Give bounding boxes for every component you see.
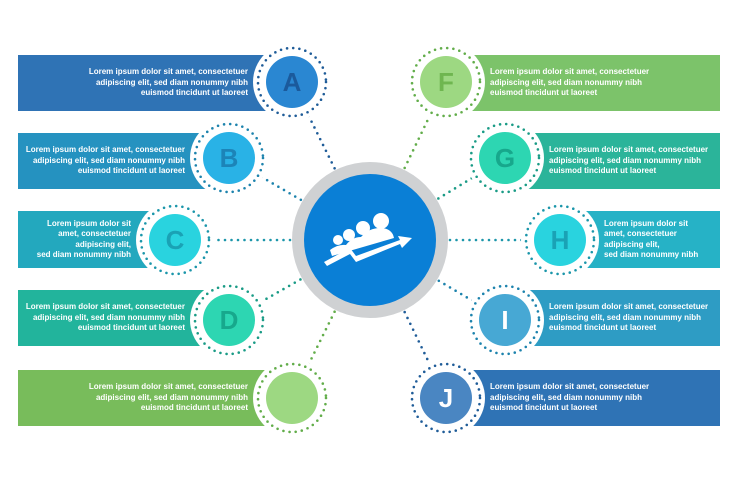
description-line: Lorem ipsum dolor sit bbox=[604, 218, 689, 228]
item-description: Lorem ipsum dolor sit amet, consectetuer… bbox=[26, 302, 185, 334]
connector-line bbox=[258, 174, 303, 202]
letter-circle bbox=[534, 214, 586, 266]
dotted-ring bbox=[410, 46, 482, 118]
description-line: Lorem ipsum dolor sit amet, consectetuer bbox=[490, 382, 650, 392]
description-line: adipiscing elit, sed diam nonummy nibh bbox=[32, 312, 185, 322]
team-growth-icon bbox=[324, 213, 412, 266]
description-line: Lorem ipsum dolor sit amet, consectetuer bbox=[88, 67, 248, 77]
letter-circle bbox=[266, 56, 318, 108]
item-description: Lorem ipsum dolor sit amet, consectetuer… bbox=[26, 145, 185, 177]
letter-circle bbox=[420, 56, 472, 108]
text-bar bbox=[510, 290, 720, 346]
dotted-ring bbox=[410, 362, 482, 434]
description-line: Lorem ipsum dolor sit amet, consectetuer bbox=[88, 382, 248, 392]
connector-line bbox=[306, 310, 336, 368]
description-line: amet, consectetuer bbox=[604, 229, 677, 238]
description-line: Lorem ipsum dolor sit amet, consectetuer bbox=[549, 302, 709, 312]
description-line: Lorem ipsum dolor sit amet, consectetuer bbox=[25, 145, 185, 155]
description-line: euismod tincidunt ut laoreet bbox=[549, 323, 657, 333]
letter-circle bbox=[203, 132, 255, 184]
dotted-ring bbox=[256, 362, 328, 434]
description-line: adipiscing elit, sed diam nonummy nibh bbox=[549, 155, 702, 165]
description-line: euismod tincidunt ut laoreet bbox=[490, 403, 598, 413]
item-description: Lorem ipsum dolor sit amet, consectetuer… bbox=[490, 382, 649, 414]
description-line: adipiscing elit, bbox=[604, 239, 660, 249]
item-letter-c: C bbox=[165, 225, 185, 255]
text-bar bbox=[510, 133, 720, 189]
item-description: Lorem ipsum dolor sit amet, consectetuer… bbox=[89, 382, 248, 414]
description-line: adipiscing elit, sed diam nonummy nibh bbox=[490, 77, 643, 87]
letter-circle bbox=[203, 294, 255, 346]
description-line: sed diam nonummy nibh bbox=[604, 250, 699, 259]
connector-line bbox=[437, 279, 476, 303]
connector-line bbox=[403, 113, 432, 170]
item-description: Lorem ipsum dolor sit amet, consectetuer… bbox=[549, 145, 708, 177]
description-line: adipiscing elit, sed diam nonummy nibh bbox=[95, 77, 248, 87]
description-line: euismod tincidunt ut laoreet bbox=[140, 88, 248, 98]
item-letter-i: I bbox=[501, 305, 509, 335]
description-line: amet, consectetuer bbox=[58, 229, 131, 238]
letter-circle bbox=[266, 372, 318, 424]
description-line: adipiscing elit, sed diam nonummy nibh bbox=[549, 312, 702, 322]
dotted-ring bbox=[193, 122, 265, 194]
description-line: Lorem ipsum dolor sit amet, consectetuer bbox=[25, 302, 185, 312]
text-bar bbox=[450, 370, 720, 426]
letter-circle bbox=[420, 372, 472, 424]
item-letter-d: D bbox=[219, 305, 239, 335]
description-line: Lorem ipsum dolor sit amet, consectetuer bbox=[549, 145, 709, 155]
description-line: Lorem ipsum dolor sit bbox=[46, 218, 131, 228]
connector-line bbox=[259, 278, 302, 304]
item-letter-a: A bbox=[282, 67, 302, 97]
description-line: euismod tincidunt ut laoreet bbox=[549, 166, 657, 176]
dotted-ring bbox=[469, 284, 541, 356]
description-line: adipiscing elit, sed diam nonummy nibh bbox=[490, 392, 643, 402]
description-line: euismod tincidunt ut laoreet bbox=[77, 166, 185, 176]
letter-circle bbox=[479, 132, 531, 184]
connector-line bbox=[437, 175, 476, 200]
item-letter-b: B bbox=[219, 143, 239, 173]
description-line: sed diam nonummy nibh bbox=[36, 250, 131, 259]
dotted-ring bbox=[469, 122, 541, 194]
letter-circle bbox=[479, 294, 531, 346]
item-description: Lorem ipsum dolor sit amet, consectetuer… bbox=[549, 302, 708, 334]
item-description: Lorem ipsum dolor sit amet, consectetuer… bbox=[490, 67, 649, 99]
item-letter-g: G bbox=[494, 143, 516, 173]
description-line: euismod tincidunt ut laoreet bbox=[140, 403, 248, 413]
connector-line bbox=[306, 112, 336, 170]
description-line: euismod tincidunt ut laoreet bbox=[77, 323, 185, 333]
item-description: Lorem ipsum dolor sit amet, consectetuer… bbox=[89, 67, 248, 99]
dotted-ring bbox=[256, 46, 328, 118]
dotted-ring bbox=[524, 204, 596, 276]
item-letter-f: F bbox=[438, 67, 454, 97]
item-letter-h: H bbox=[550, 225, 570, 255]
description-line: adipiscing elit, sed diam nonummy nibh bbox=[32, 155, 185, 165]
dotted-ring bbox=[139, 204, 211, 276]
description-line: adipiscing elit, bbox=[75, 239, 131, 249]
description-line: euismod tincidunt ut laoreet bbox=[490, 88, 598, 98]
letter-circle bbox=[149, 214, 201, 266]
item-letter-j: J bbox=[438, 383, 454, 413]
dotted-ring bbox=[193, 284, 265, 356]
text-bar bbox=[18, 55, 290, 111]
description-line: adipiscing elit, sed diam nonummy nibh bbox=[95, 392, 248, 402]
description-line: Lorem ipsum dolor sit amet, consectetuer bbox=[490, 67, 650, 77]
connector-line bbox=[403, 310, 432, 367]
text-bar bbox=[450, 55, 720, 111]
text-bar bbox=[18, 370, 290, 426]
